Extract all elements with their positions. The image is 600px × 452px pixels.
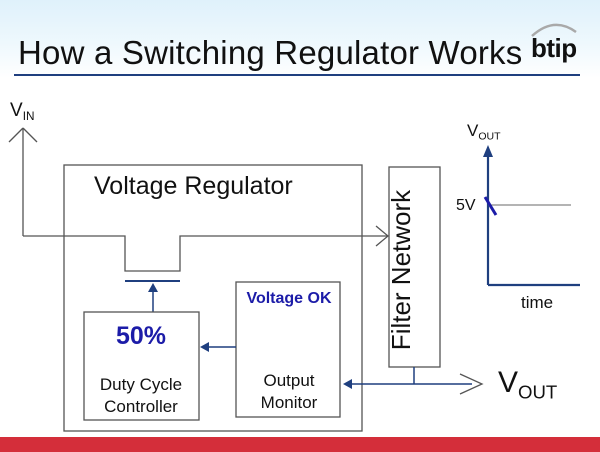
graph-x-label: time bbox=[521, 293, 554, 312]
graph-y-arrowhead bbox=[483, 145, 493, 157]
duty-cycle-percent: 50% bbox=[116, 322, 167, 350]
graph-vout-trace bbox=[483, 196, 498, 216]
vin-arrow bbox=[8, 127, 38, 236]
graph-y-label: VOUT bbox=[467, 121, 501, 143]
filter-network-label: Filter Network bbox=[386, 189, 416, 351]
slide-title: How a Switching Regulator Works bbox=[18, 34, 523, 71]
brand-logo: btip bbox=[531, 33, 577, 63]
power-path-arrowhead bbox=[375, 225, 390, 247]
power-path bbox=[23, 235, 388, 272]
duty-controller-label: Duty Cycle Controller bbox=[99, 375, 183, 416]
title-underline bbox=[14, 74, 580, 76]
monitor-input-arrowhead bbox=[343, 379, 352, 389]
graph-5v-label: 5V bbox=[456, 197, 476, 214]
voltage-ok-status: Voltage OK bbox=[246, 290, 332, 307]
vout-label: VOUT bbox=[498, 366, 558, 403]
duty-controller-box bbox=[83, 311, 200, 421]
control-arrowhead bbox=[148, 283, 158, 292]
regulator-title: Voltage Regulator bbox=[94, 172, 293, 200]
output-monitor-box bbox=[235, 281, 341, 418]
vin-label: VIN bbox=[10, 100, 35, 124]
output-arrowhead bbox=[459, 373, 484, 395]
regulator-box bbox=[63, 164, 363, 432]
footer-bar bbox=[0, 437, 600, 452]
slide-header bbox=[0, 0, 600, 78]
feedback-arrowhead bbox=[200, 342, 209, 352]
logo-arc-icon bbox=[531, 23, 577, 37]
output-monitor-label: Output Monitor bbox=[260, 371, 318, 412]
